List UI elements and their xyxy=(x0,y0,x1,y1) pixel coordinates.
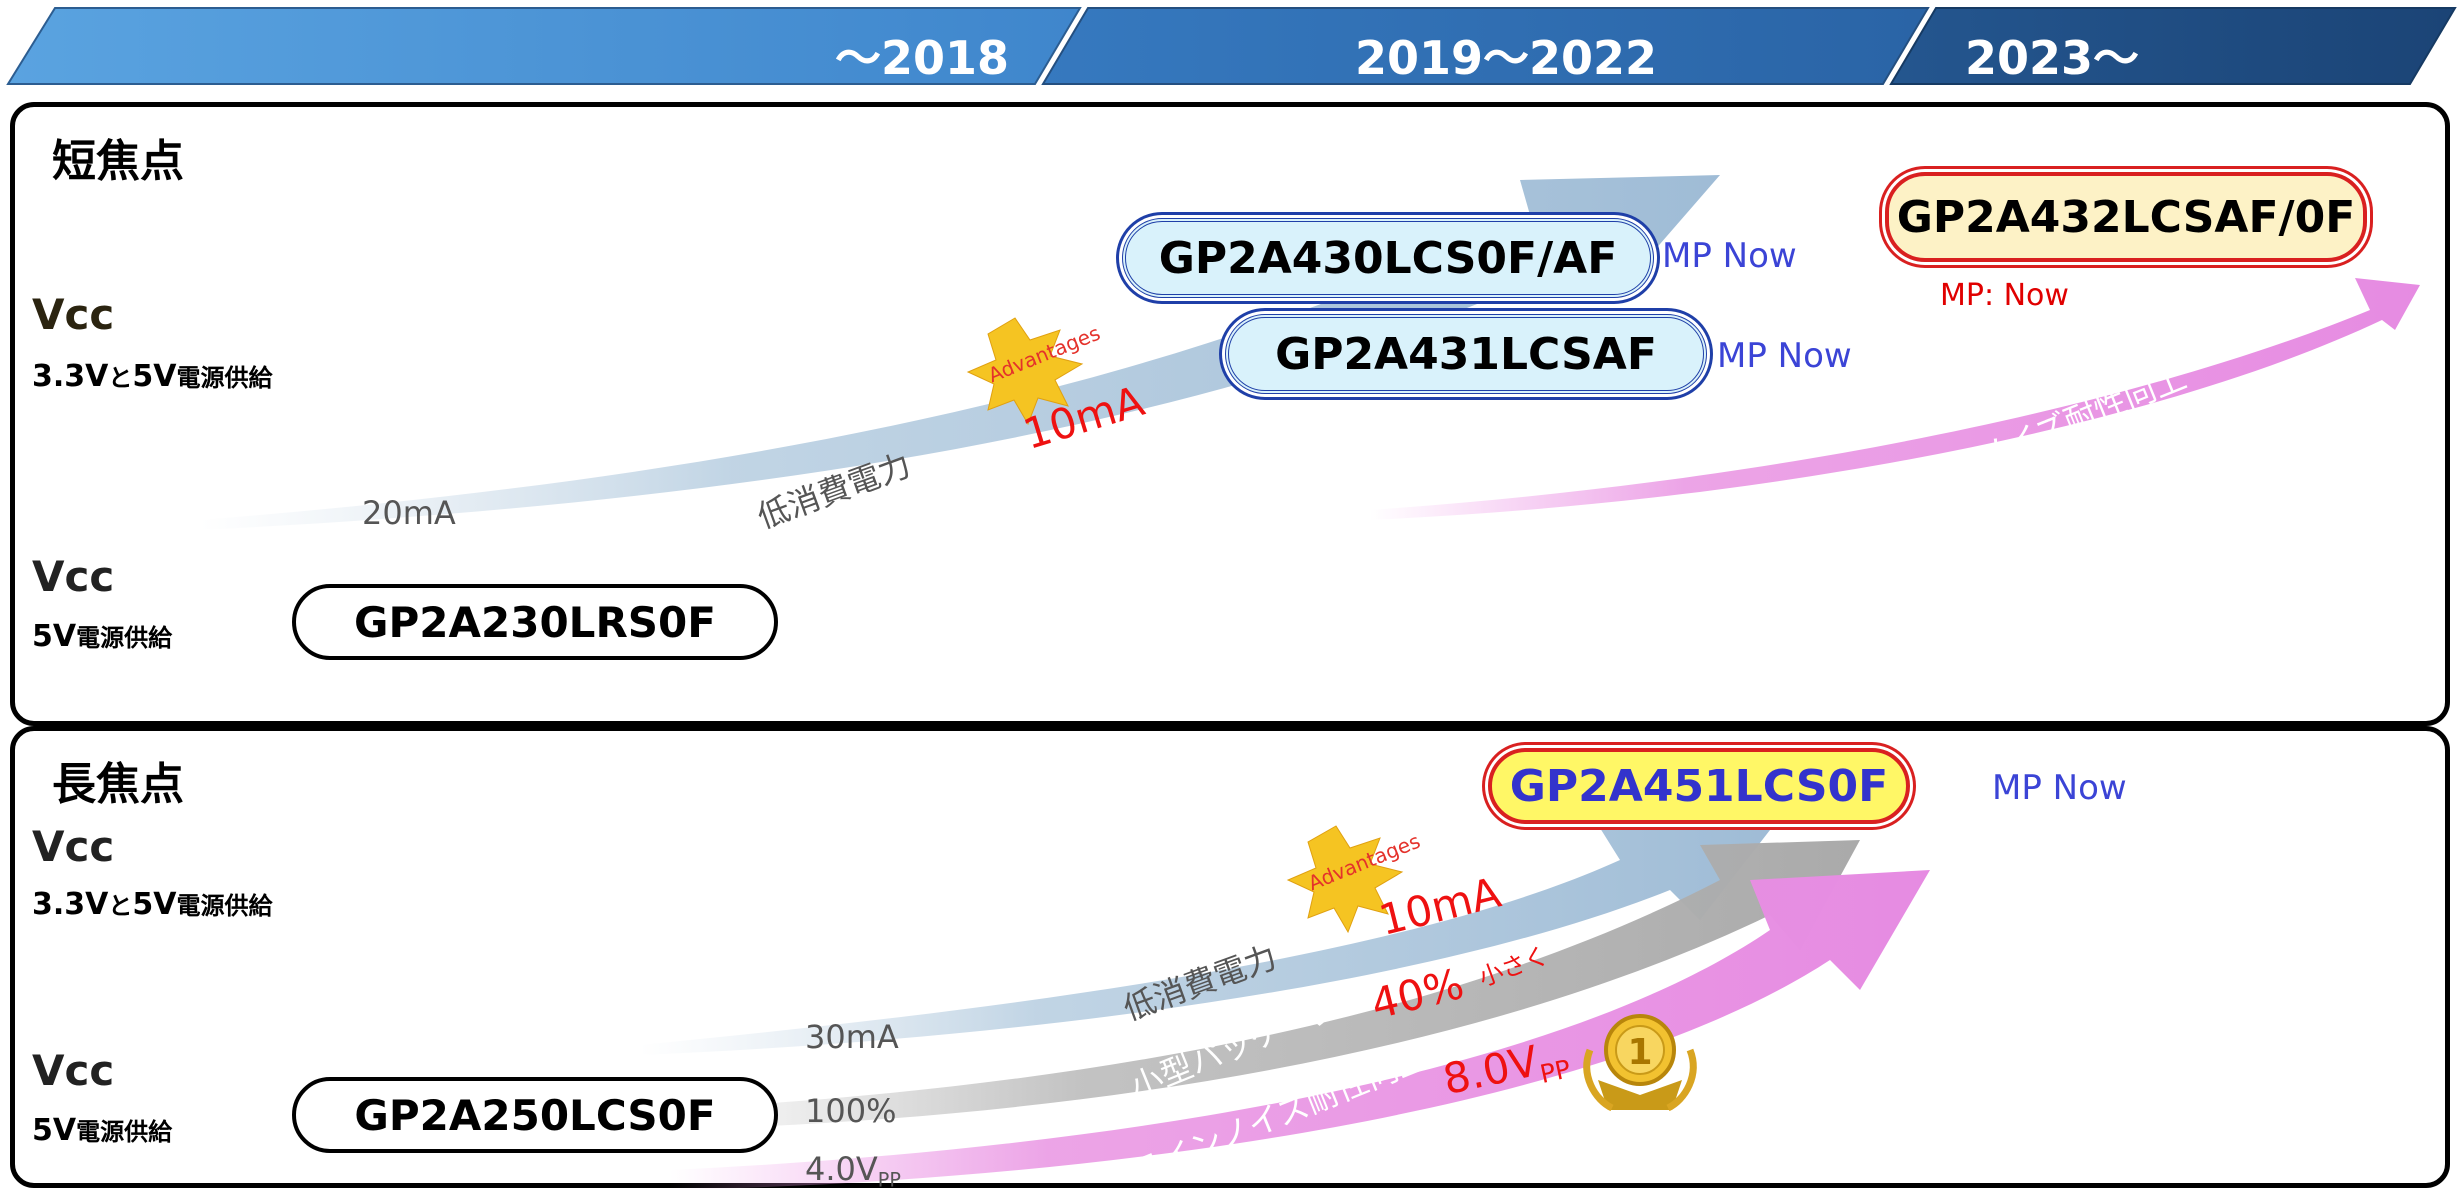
product-gp2a230lrs0f[interactable]: GP2A230LRS0F xyxy=(292,584,778,660)
timeline-segment-2023 xyxy=(1889,7,2457,85)
supply-label-5v-long: 5V電源供給 xyxy=(32,1113,173,1148)
vcc-label-3v3-short: Vcc xyxy=(32,290,115,339)
product-gp2a430lcs0f-af[interactable]: GP2A430LCS0F/AF xyxy=(1122,218,1654,298)
status-p430: MP Now xyxy=(1662,236,1797,276)
medal-icon: 1 xyxy=(1583,1014,1697,1112)
vcc-label-5v-short: Vcc xyxy=(32,552,115,601)
timeline-label-2019-2022: 2019～2022 xyxy=(1355,31,1658,85)
long-focus-section xyxy=(10,726,2450,1188)
advantages-badge-long xyxy=(1286,825,1404,934)
timeline-segment-2018 xyxy=(6,7,1082,85)
vcc-label-5v-long: Vcc xyxy=(32,1046,115,1095)
timeline-label-2023: 2023～ xyxy=(1965,31,2140,85)
supply-label-3v3-long: 3.3Vと5V電源供給 xyxy=(32,887,273,922)
long-focus-title: 長焦点 xyxy=(52,759,184,810)
status-p451: MP Now xyxy=(1992,768,2127,808)
status-p431: MP Now xyxy=(1717,336,1852,376)
product-gp2a250lcs0f[interactable]: GP2A250LCS0F xyxy=(292,1077,778,1153)
timeline-label-2018: ～2018 xyxy=(835,31,1010,85)
product-gp2a432lcsaf-0f[interactable]: GP2A432LCSAF/0F xyxy=(1885,172,2367,262)
supply-label-3v3-short: 3.3Vと5V電源供給 xyxy=(32,359,273,394)
advantages-badge-short xyxy=(966,317,1084,426)
current-before-long: 30mA xyxy=(805,1018,899,1056)
timeline-segment-2019-2022 xyxy=(1041,7,1930,85)
short-focus-title: 短焦点 xyxy=(52,136,184,187)
product-gp2a451lcs0f[interactable]: GP2A451LCS0F xyxy=(1488,748,1910,824)
vcc-label-3v3-long: Vcc xyxy=(32,822,115,871)
status-p432: MP: Now xyxy=(1940,278,2069,313)
arrow-package-long xyxy=(660,840,1860,1130)
arrow-low-power-short xyxy=(200,175,1720,530)
short-focus-section xyxy=(10,102,2450,726)
product-gp2a431lcsaf[interactable]: GP2A431LCSAF xyxy=(1225,314,1707,394)
supply-label-5v-short: 5V電源供給 xyxy=(32,619,173,654)
noise-before-long: 4.0VPP xyxy=(805,1150,901,1192)
svg-text:1: 1 xyxy=(1627,1032,1652,1073)
size-before-long: 100% xyxy=(805,1092,897,1130)
current-before-short: 20mA xyxy=(362,494,456,532)
arrow-low-power-long xyxy=(640,828,1770,1055)
timeline-banner xyxy=(6,7,2457,85)
arrow-noise-long xyxy=(670,870,1930,1190)
